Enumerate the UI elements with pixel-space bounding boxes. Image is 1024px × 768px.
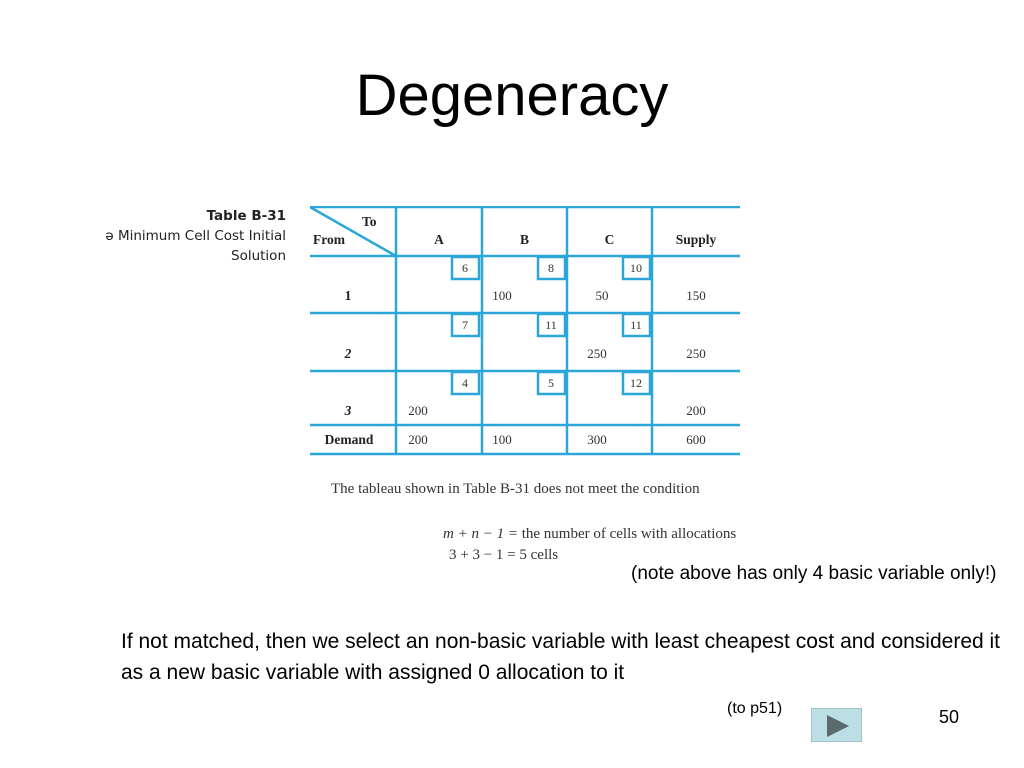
- degeneracy-note: (note above has only 4 basic variable on…: [631, 563, 997, 584]
- condition-sentence: The tableau shown in Table B-31 does not…: [331, 481, 700, 497]
- supply-3: 200: [686, 403, 706, 418]
- demand-a: 200: [408, 432, 428, 447]
- cost-1b: 8: [548, 261, 554, 275]
- row-label-2: 2: [344, 346, 352, 361]
- cost-2c: 11: [630, 318, 642, 332]
- cost-3a: 4: [462, 376, 468, 390]
- cost-3b: 5: [548, 376, 554, 390]
- formula-line1: m + n − 1 = the number of cells with all…: [443, 526, 736, 543]
- row-label-1: 1: [344, 288, 352, 303]
- header-col-a: A: [434, 232, 444, 247]
- demand-total: 600: [686, 432, 706, 447]
- cost-3c: 12: [630, 376, 642, 390]
- play-arrow-icon: [827, 715, 849, 737]
- table-caption: Table B-31 ə Minimum Cell Cost Initial S…: [105, 206, 286, 266]
- table-caption-line3: Solution: [231, 248, 286, 264]
- slide-title: Degeneracy: [355, 63, 669, 128]
- table-caption-line2: ə Minimum Cell Cost Initial: [105, 228, 286, 244]
- alloc-1c: 50: [595, 288, 609, 303]
- demand-label: Demand: [324, 432, 374, 447]
- alloc-1b: 100: [492, 288, 512, 303]
- cost-2b: 11: [545, 318, 557, 332]
- tableau-grid: [310, 206, 740, 456]
- supply-1: 150: [686, 288, 706, 303]
- cost-2a: 7: [462, 318, 468, 332]
- formula-line1-rhs: the number of cells with allocations: [521, 526, 737, 542]
- header-col-b: B: [519, 232, 529, 247]
- header-supply: Supply: [675, 232, 717, 247]
- header-from: From: [313, 232, 345, 247]
- transportation-tableau: To From A B C Supply 6 8 10 1 100 50 150…: [310, 206, 740, 456]
- header-to: To: [362, 214, 377, 229]
- explanation-text: If not matched, then we select an non-ba…: [121, 630, 1001, 684]
- alloc-2c: 250: [587, 346, 607, 361]
- formula-line1-lhs: m + n − 1 =: [443, 526, 518, 542]
- demand-c: 300: [587, 432, 607, 447]
- cost-1a: 6: [462, 261, 468, 275]
- page-reference: (to p51): [727, 700, 783, 717]
- formula-line2: 3 + 3 − 1 = 5 cells: [449, 547, 559, 563]
- supply-2: 250: [686, 346, 706, 361]
- table-caption-label: Table B-31: [206, 208, 286, 224]
- next-slide-button[interactable]: [811, 708, 862, 742]
- cost-1c: 10: [630, 261, 642, 275]
- page-number: 50: [939, 707, 960, 727]
- row-label-3: 3: [344, 403, 352, 418]
- header-col-c: C: [604, 232, 615, 247]
- demand-b: 100: [492, 432, 512, 447]
- alloc-3a: 200: [408, 403, 428, 418]
